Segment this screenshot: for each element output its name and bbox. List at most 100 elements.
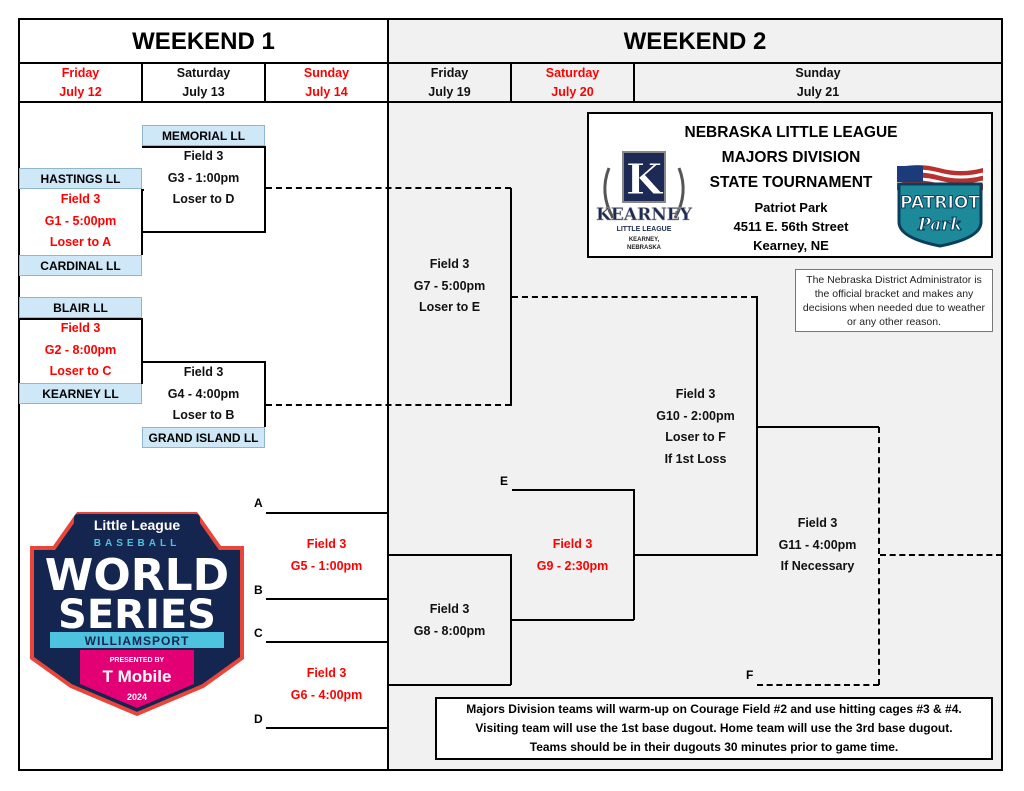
kearney-logo: K KEARNEY LITTLE LEAGUE KEARNEY, NEBRASK… [596, 151, 693, 251]
game-g5: Field 3 G5 - 1:00pm [266, 534, 387, 577]
tournament-title-line3: STATE TOURNAMENT [709, 174, 873, 191]
bracket-line [635, 554, 757, 556]
world-series-logo: Little League BASEBALL WORLD SERIES WILL… [30, 512, 244, 717]
bracket-dash [266, 404, 511, 406]
bracket-line [264, 146, 266, 233]
game-g8: Field 3 G8 - 8:00pm [389, 599, 510, 642]
wws-logo-city: WILLIAMSPORT [85, 634, 190, 648]
game-g2: Field 3 G2 - 8:00pm Loser to C [20, 318, 141, 383]
bracket-dash [266, 187, 511, 189]
game-g10: Field 3 G10 - 2:00pm Loser to F If 1st L… [635, 384, 756, 470]
kearney-logo-word: KEARNEY [596, 205, 693, 225]
day-divider [141, 62, 143, 102]
bracket-line [510, 188, 512, 406]
day-date: July 12 [59, 85, 102, 99]
game-field: Field 3 [306, 666, 347, 680]
tournament-title: NEBRASKA LITTLE LEAGUE MAJORS DIVISION S… [669, 120, 913, 195]
day-header-sat-jul20: Saturday July 20 [512, 64, 633, 102]
day-header-fri-jul12: Friday July 12 [20, 64, 141, 102]
game-g4: Field 3 G4 - 4:00pm Loser to B [143, 362, 264, 427]
game-field: Field 3 [429, 602, 470, 616]
wws-logo-presented: PRESENTED BY [110, 657, 165, 664]
game-note: Loser to C [49, 364, 112, 378]
bracket-dash [757, 684, 879, 686]
patriot-logo-word1: PATRIOT [900, 193, 980, 213]
venue-city: Kearney, NE [753, 238, 829, 253]
game-g6: Field 3 G6 - 4:00pm [266, 663, 387, 706]
tournament-info-box: K KEARNEY LITTLE LEAGUE KEARNEY, NEBRASK… [587, 112, 993, 258]
bracket-line [266, 727, 388, 729]
tournament-title-line1: NEBRASKA LITTLE LEAGUE [684, 124, 898, 141]
bracket-line [142, 189, 144, 191]
slot-b-label: B [254, 583, 263, 597]
game-time: G1 - 5:00pm [44, 213, 117, 228]
wws-logo-year: 2024 [127, 692, 147, 702]
warmup-note-line1: Majors Division teams will warm-up on Co… [466, 702, 962, 716]
bracket-dash [880, 554, 1002, 556]
wws-logo-top: Little League [94, 517, 181, 533]
game-time: G10 - 2:00pm [656, 408, 735, 423]
bracket-line [633, 489, 635, 620]
day-date: July 20 [551, 85, 594, 99]
bracket-line [141, 318, 143, 384]
game-field: Field 3 [552, 537, 593, 551]
game-g11: Field 3 G11 - 4:00pm If Necessary [757, 513, 878, 578]
bracket-line [389, 684, 511, 686]
admin-note: The Nebraska District Administrator is t… [795, 269, 993, 332]
game-field: Field 3 [429, 257, 470, 271]
tournament-title-line2: MAJORS DIVISION [721, 149, 861, 166]
day-name: Sunday [303, 66, 350, 80]
bracket-line [141, 189, 143, 255]
slot-c-label: C [254, 626, 263, 640]
game-g9: Field 3 G9 - 2:30pm [512, 534, 633, 577]
kearney-logo-place1: KEARNEY, [629, 237, 660, 243]
game-note: If Necessary [780, 559, 855, 573]
game-time: G2 - 8:00pm [44, 342, 117, 357]
game-g1: Field 3 G1 - 5:00pm Loser to A [20, 189, 141, 254]
weekend-divider [387, 18, 389, 771]
day-divider [633, 62, 635, 102]
wws-logo-baseball: BASEBALL [94, 538, 180, 549]
game-time: G7 - 5:00pm [413, 278, 486, 293]
bracket-line [264, 361, 266, 427]
bracket-line [389, 554, 511, 556]
day-name: Friday [430, 66, 469, 80]
game-field: Field 3 [60, 321, 101, 335]
game-time: G6 - 4:00pm [290, 687, 363, 702]
team-memorial: MEMORIAL LL [142, 125, 265, 146]
game-time: G5 - 1:00pm [290, 558, 363, 573]
weekend2-title: WEEKEND 2 [623, 28, 767, 55]
day-date: July 14 [305, 85, 348, 99]
game-note: Loser to E [418, 300, 481, 314]
bracket-line [266, 512, 388, 514]
day-name: Saturday [176, 66, 231, 80]
game-time: G8 - 8:00pm [413, 623, 486, 638]
game-field: Field 3 [797, 516, 838, 530]
warmup-note-line2: Visiting team will use the 1st base dugo… [475, 721, 953, 735]
kearney-logo-letter: K [626, 155, 664, 204]
game-field: Field 3 [60, 192, 101, 206]
day-header-sun-jul14: Sunday July 14 [266, 64, 387, 102]
day-header-fri-jul19: Friday July 19 [389, 64, 510, 102]
game-note: If 1st Loss [664, 451, 727, 466]
bracket-line [387, 512, 389, 600]
day-name: Saturday [545, 66, 600, 80]
slot-d-label: D [254, 712, 263, 726]
wws-logo-world: WORLD [45, 550, 229, 601]
kearney-logo-sub: LITTLE LEAGUE [617, 226, 672, 233]
wws-logo-sponsor: T Mobile [103, 667, 172, 686]
team-grand-island: GRAND ISLAND LL [142, 427, 265, 448]
kearney-logo-place2: NEBRASKA [627, 245, 662, 251]
bracket-line [757, 426, 879, 428]
game-note: Loser to B [172, 408, 235, 422]
weekend1-title: WEEKEND 1 [132, 28, 275, 55]
bracket-line [19, 318, 143, 320]
day-divider [510, 62, 512, 102]
day-date: July 21 [796, 85, 840, 99]
team-kearney: KEARNEY LL [19, 383, 142, 404]
bracket-line [266, 598, 388, 600]
game-field: Field 3 [183, 365, 224, 379]
game-field: Field 3 [675, 387, 716, 401]
day-name: Friday [61, 66, 100, 80]
bracket-line [510, 554, 512, 685]
